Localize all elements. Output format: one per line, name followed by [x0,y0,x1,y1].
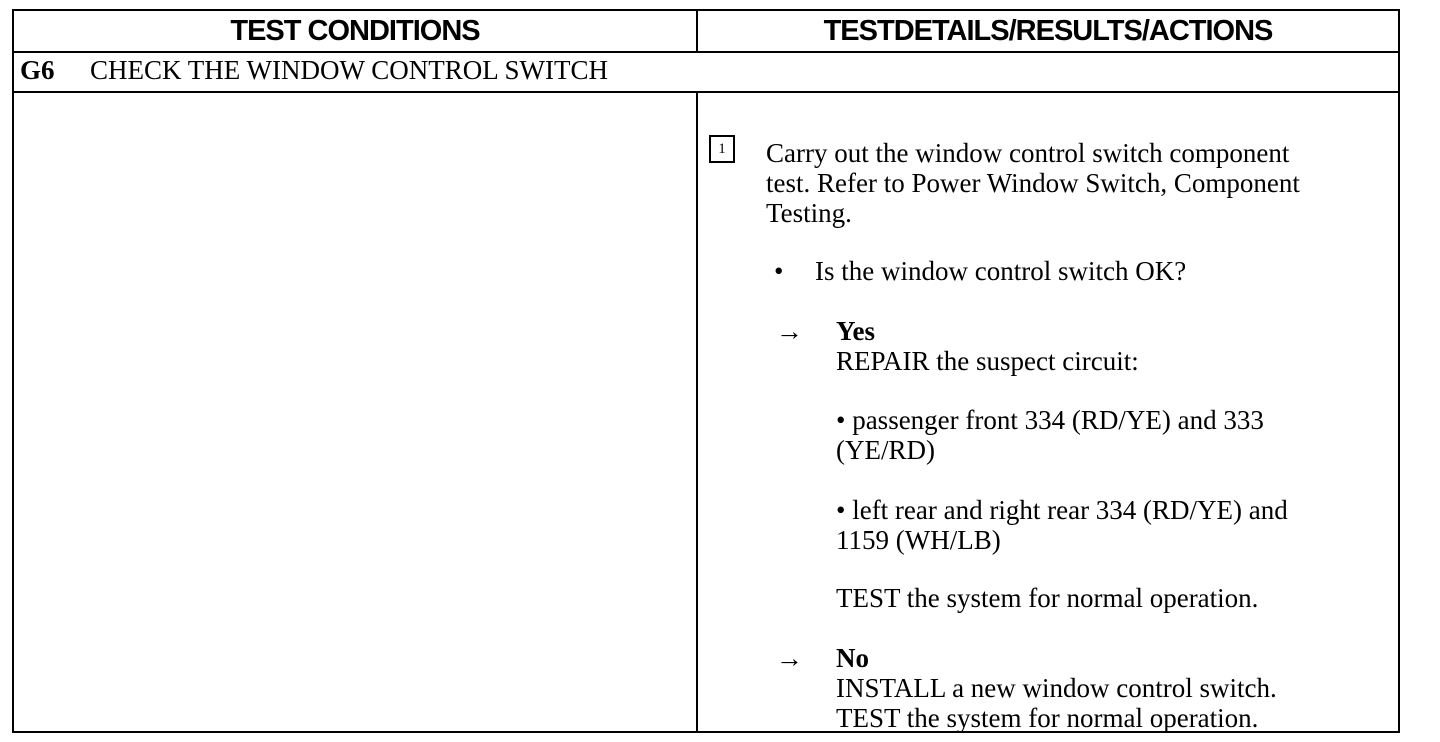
instruction-line: Testing. [766,198,852,228]
question-bullet: • [774,256,784,286]
circuit-line: 1159 (WH/LB) [836,525,1001,555]
diagnostic-table: TEST CONDITIONS TESTDETAILS/RESULTS/ACTI… [12,9,1400,733]
no-test: TEST the system for normal operation. [836,703,1259,733]
no-action: INSTALL a new window control switch. [836,673,1277,703]
yes-test: TEST the system for normal operation. [836,583,1259,613]
step-row-divider [14,91,1398,93]
substep-number-box: 1 [709,135,735,163]
yes-circuit-2: • left rear and right rear 334 (RD/YE) a… [836,495,1288,555]
header-column-divider [696,11,698,51]
test-conditions-cell [14,93,696,731]
step-title-row: G6 CHECK THE WINDOW CONTROL SWITCH [20,55,608,86]
yes-circuit-1: • passenger front 334 (RD/YE) and 333 (Y… [836,405,1264,465]
circuit-line: • left rear and right rear 334 (RD/YE) a… [836,495,1288,525]
step-id: G6 [20,55,55,85]
instruction-text: Carry out the window control switch comp… [766,138,1300,228]
yes-branch: Yes REPAIR the suspect circuit: [836,316,1139,376]
yes-label: Yes [836,316,875,346]
instruction-line: Carry out the window control switch comp… [766,138,1290,168]
no-arrow-icon: → [776,643,803,673]
circuit-line: (YE/RD) [836,435,935,465]
header-test-conditions: TEST CONDITIONS [230,14,480,47]
step-title: CHECK THE WINDOW CONTROL SWITCH [90,55,608,85]
instruction-line: test. Refer to Power Window Switch, Comp… [766,168,1300,198]
no-branch: No INSTALL a new window control switch. … [836,643,1277,733]
yes-action: REPAIR the suspect circuit: [836,346,1139,376]
header-test-details: TESTDETAILS/RESULTS/ACTIONS [823,14,1274,47]
question-text: Is the window control switch OK? [815,256,1187,286]
no-label: No [836,643,869,673]
body-column-divider [696,91,698,731]
header-divider [14,51,1398,53]
circuit-line: • passenger front 334 (RD/YE) and 333 [836,405,1264,435]
yes-arrow-icon: → [776,316,803,346]
